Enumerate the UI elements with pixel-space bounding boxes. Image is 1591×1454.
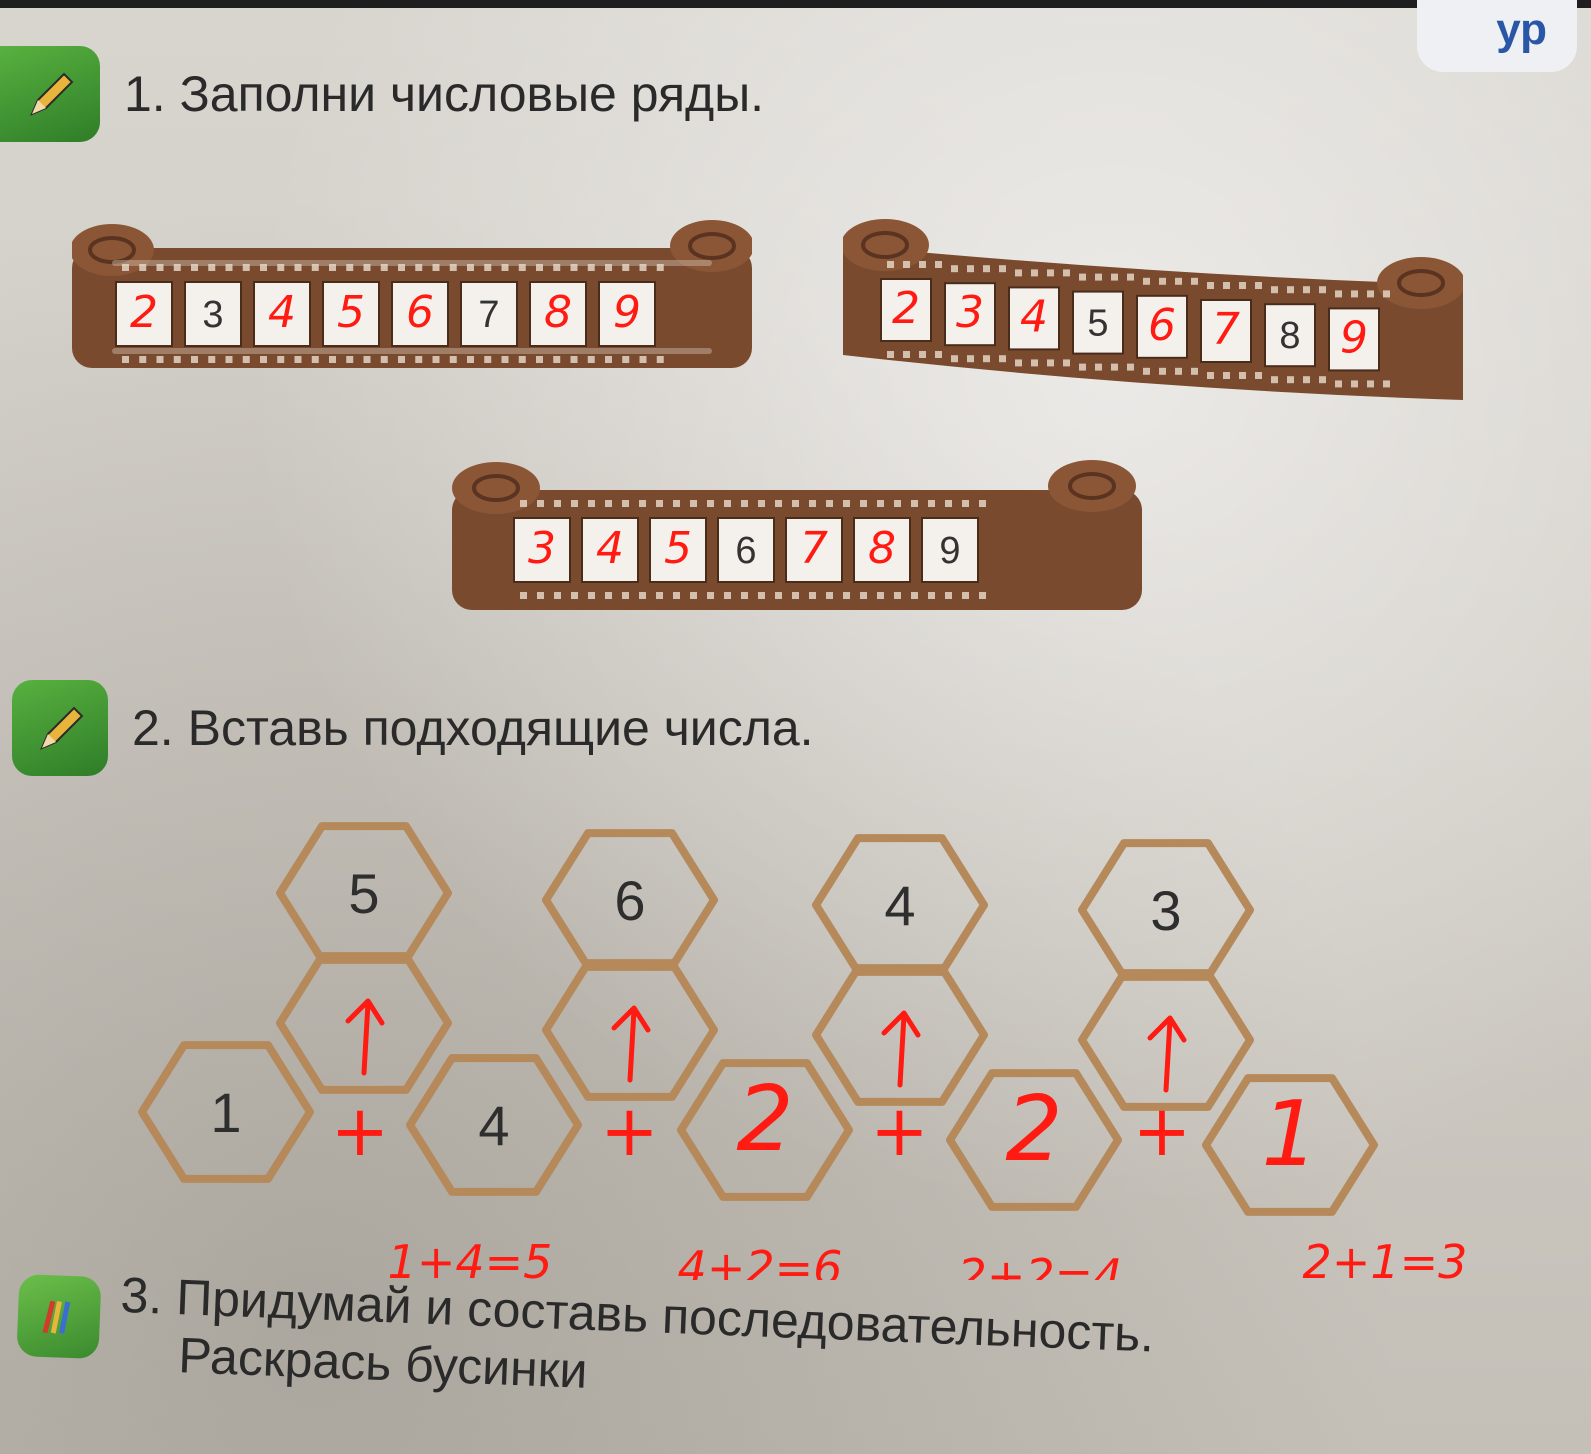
film-cell[interactable]: 8 (1264, 303, 1316, 368)
handwritten-arrow (881, 1010, 921, 1088)
pencil-icon (0, 46, 100, 142)
task-1: 1. Заполни числовые ряды. (0, 46, 764, 142)
corner-section-tab: ур (1417, 0, 1577, 72)
printed-number: 6 (735, 530, 756, 572)
bottom-hexagon: 1 (138, 1041, 314, 1183)
film-cell[interactable]: 4 (581, 517, 639, 583)
handwritten-arrow (1147, 1015, 1187, 1093)
film-cell[interactable]: 4 (1008, 286, 1060, 351)
film-cell[interactable]: 7 (1200, 299, 1252, 363)
top-hexagon: 4 (812, 834, 988, 976)
film-cell[interactable]: 3 (944, 282, 996, 347)
film-cell[interactable]: 2 (880, 278, 932, 342)
task-3: 3. Придумай и составь последовательность… (16, 1262, 1156, 1422)
film-cell[interactable]: 6 (391, 281, 449, 347)
hex-printed-number: 6 (614, 869, 645, 932)
top-border (0, 0, 1591, 8)
handwritten-arrow (611, 1005, 651, 1083)
handwritten-equation: 2+2=4 (958, 1249, 1123, 1280)
film-cell[interactable]: 5 (1072, 290, 1124, 355)
middle-hexagon[interactable] (276, 952, 452, 1094)
handwritten-number: 6 (406, 287, 434, 338)
bottom-hexagon[interactable]: 1 (1202, 1074, 1378, 1216)
handwritten-number: 4 (596, 523, 624, 574)
handwritten-number: 5 (337, 287, 365, 338)
top-hexagon: 3 (1078, 839, 1254, 981)
handwritten-number: 3 (528, 523, 556, 574)
printed-number: 8 (1279, 315, 1300, 357)
hexagon-puzzle: 5 6 4 3 1 4 2 2 1 + + + +1+4=5 4+2=6 2+2=4 2+1=3 (138, 822, 1468, 1280)
middle-hexagon[interactable] (542, 959, 718, 1101)
handwritten-number: 4 (268, 287, 296, 338)
film-cell[interactable]: 6 (1136, 294, 1188, 359)
pencil-icon (12, 680, 108, 776)
hex-printed-number: 1 (210, 1081, 241, 1144)
top-hexagon: 6 (542, 829, 718, 971)
film-cell[interactable]: 9 (598, 281, 656, 347)
film-cell[interactable]: 9 (921, 517, 979, 583)
handwritten-number: 9 (1340, 312, 1368, 363)
handwritten-plus: + (870, 1090, 929, 1172)
handwritten-number: 3 (956, 287, 984, 338)
handwritten-equation: 1+4=5 (388, 1235, 553, 1280)
printed-number: 9 (939, 530, 960, 572)
film-cell[interactable]: 7 (460, 281, 518, 347)
task-2: 2. Вставь подходящие числа. (12, 680, 814, 776)
film-cell[interactable]: 3 (184, 281, 242, 347)
handwritten-arrow (345, 998, 385, 1076)
hex-printed-number: 5 (348, 862, 379, 925)
sprocket-holes (887, 261, 1390, 388)
sprocket-holes (520, 500, 986, 599)
handwritten-number: 7 (800, 523, 828, 574)
hex-printed-number: 4 (478, 1094, 509, 1157)
hex-printed-number: 3 (1150, 879, 1181, 942)
handwritten-number: 6 (1148, 300, 1176, 351)
film-cell[interactable]: 5 (649, 517, 707, 583)
task-1-title: 1. Заполни числовые ряды. (124, 66, 765, 122)
film-cell[interactable]: 2 (115, 281, 173, 347)
film-cell[interactable]: 8 (529, 281, 587, 347)
handwritten-number: 8 (544, 287, 572, 338)
hex-handwritten-number: 1 (1261, 1082, 1318, 1187)
film-cell[interactable]: 6 (717, 517, 775, 583)
corner-tab-text: ур (1496, 5, 1547, 54)
handwritten-plus: + (600, 1090, 659, 1172)
handwritten-number: 5 (664, 523, 692, 574)
handwritten-number: 8 (868, 523, 896, 574)
film-cell[interactable]: 9 (1328, 307, 1380, 372)
handwritten-number: 2 (130, 287, 158, 338)
sprocket-holes (122, 264, 664, 363)
handwritten-plus: + (1133, 1090, 1192, 1172)
middle-hexagon[interactable] (1078, 969, 1254, 1111)
handwritten-plus: + (331, 1090, 390, 1172)
task-2-title: 2. Вставь подходящие числа. (132, 700, 814, 756)
film-cell[interactable]: 3 (513, 517, 571, 583)
handwritten-number: 9 (613, 287, 641, 338)
printed-number: 5 (1087, 303, 1108, 345)
hex-printed-number: 4 (884, 874, 915, 937)
bottom-hexagon[interactable]: 2 (946, 1069, 1122, 1211)
handwritten-number: 4 (1020, 291, 1048, 342)
hex-handwritten-number: 2 (736, 1067, 793, 1172)
bottom-hexagon: 4 (406, 1054, 582, 1196)
middle-hexagon[interactable] (812, 964, 988, 1106)
handwritten-equation: 4+2=6 (678, 1241, 843, 1280)
film-cell[interactable]: 7 (785, 517, 843, 583)
film-cell[interactable]: 8 (853, 517, 911, 583)
top-hexagon: 5 (276, 822, 452, 964)
film-cell[interactable]: 4 (253, 281, 311, 347)
colored-pencils-icon (16, 1273, 102, 1360)
printed-number: 3 (202, 294, 223, 336)
handwritten-number: 7 (1212, 304, 1240, 355)
handwritten-number: 2 (892, 283, 920, 334)
handwritten-equation: 2+1=3 (1303, 1235, 1468, 1280)
hex-handwritten-number: 2 (1005, 1077, 1062, 1182)
printed-number: 7 (478, 294, 499, 336)
film-cell[interactable]: 5 (322, 281, 380, 347)
bottom-hexagon[interactable]: 2 (677, 1059, 853, 1201)
